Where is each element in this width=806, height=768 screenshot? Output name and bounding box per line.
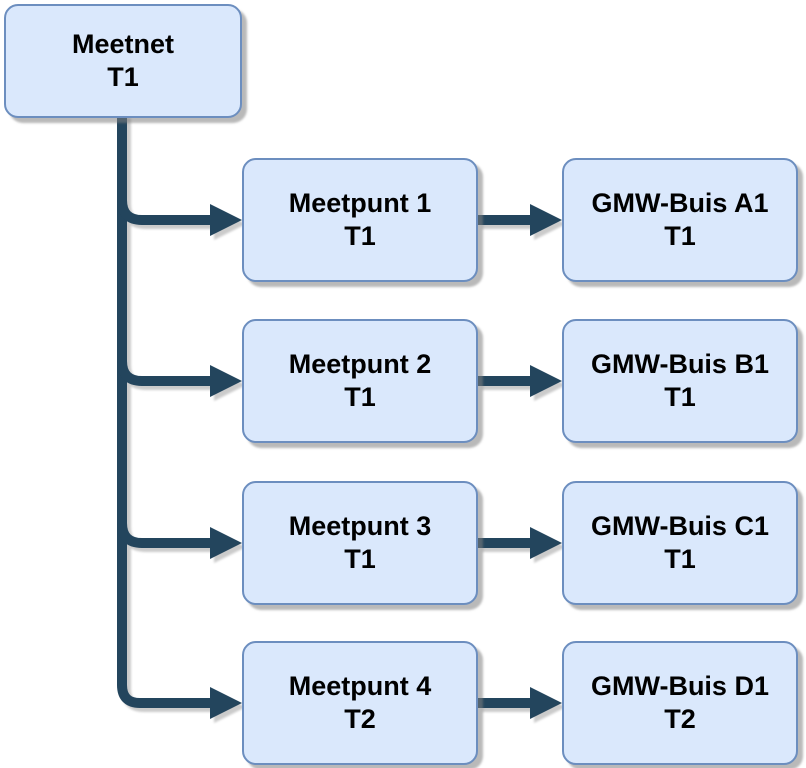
node-meetpunt-3: Meetpunt 3 T1 [242,481,478,605]
arrowhead-meetpunt-3 [210,527,242,559]
node-period: T1 [344,544,376,574]
node-meetpunt-2: Meetpunt 2 T1 [242,319,478,443]
node-gmw-buis-a1: GMW-Buis A1 T1 [562,158,798,282]
node-period: T1 [664,221,696,251]
arrowhead-meetpunt-1 [210,204,242,236]
branch-connector-row-3 [117,522,212,548]
node-label: Meetpunt 2 [288,349,432,379]
node-gmw-buis-c1: GMW-Buis C1 T1 [562,481,798,605]
trunk-connector [117,114,212,708]
node-gmw-buis-d1: GMW-Buis D1 T2 [562,641,798,765]
node-period: T2 [664,704,696,734]
node-period: T1 [664,544,696,574]
node-label: Meetnet [71,29,174,59]
node-meetnet: Meetnet T1 [4,4,242,118]
arrowhead-gmw-b1 [530,365,562,397]
arrowhead-meetpunt-2 [210,365,242,397]
node-period: T1 [664,382,696,412]
node-period: T1 [344,221,376,251]
node-gmw-buis-b1: GMW-Buis B1 T1 [562,319,798,443]
node-period: T1 [107,62,139,92]
arrowhead-gmw-d1 [530,687,562,719]
node-label: Meetpunt 4 [288,671,432,701]
node-label: GMW-Buis A1 [591,188,769,218]
arrowhead-gmw-c1 [530,527,562,559]
arrowhead-meetpunt-4 [210,687,242,719]
node-label: GMW-Buis D1 [591,671,769,701]
node-label: GMW-Buis B1 [591,349,769,379]
node-label: Meetpunt 3 [288,511,432,541]
node-label: Meetpunt 1 [288,188,432,218]
node-period: T1 [344,382,376,412]
node-meetpunt-1: Meetpunt 1 T1 [242,158,478,282]
branch-connector-row-2 [117,360,212,386]
arrowhead-gmw-a1 [530,204,562,236]
node-period: T2 [344,704,376,734]
node-meetpunt-4: Meetpunt 4 T2 [242,641,478,765]
node-label: GMW-Buis C1 [591,511,769,541]
branch-connector-row-1 [117,199,212,225]
